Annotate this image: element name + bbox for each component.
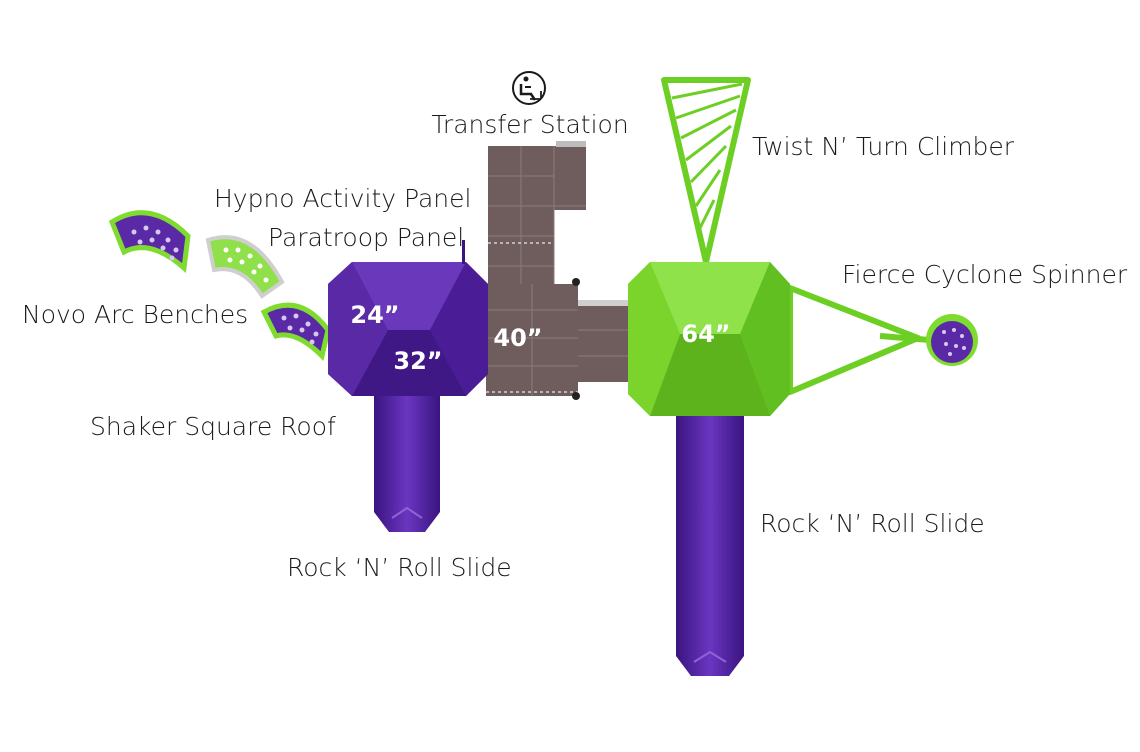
deck-height-64: 64” [681, 320, 730, 348]
deck-height-32: 32” [393, 347, 442, 375]
label-transfer-station: Transfer Station [431, 110, 628, 139]
left-slide [374, 396, 440, 532]
label-hypno-activity-panel: Hypno Activity Panel [214, 184, 471, 213]
novo-arc-bench-3 [260, 302, 331, 361]
green-tower-roof [628, 262, 790, 416]
label-fierce-cyclone-spinner: Fierce Cyclone Spinner [842, 260, 1128, 289]
novo-arc-bench-1 [108, 210, 191, 274]
shaker-square-roof [328, 240, 488, 396]
fierce-cyclone-spinner [787, 285, 978, 395]
deck-height-24: 24” [350, 301, 399, 329]
label-shaker-square-roof: Shaker Square Roof [90, 412, 336, 441]
label-twist-turn-climber: Twist N’ Turn Climber [752, 132, 1015, 161]
label-paratroop-panel: Paratroop Panel [268, 223, 464, 252]
transfer-station [488, 141, 586, 296]
right-slide [676, 414, 744, 676]
center-deck [486, 278, 628, 400]
accessibility-icon [512, 71, 546, 105]
label-novo-arc-benches: Novo Arc Benches [22, 300, 248, 329]
novo-arc-bench-2 [205, 235, 285, 299]
label-rock-roll-slide-right: Rock ‘N’ Roll Slide [760, 509, 985, 538]
twist-turn-climber [661, 77, 751, 265]
label-rock-roll-slide-left: Rock ‘N’ Roll Slide [287, 553, 512, 582]
deck-height-40: 40” [493, 324, 542, 352]
